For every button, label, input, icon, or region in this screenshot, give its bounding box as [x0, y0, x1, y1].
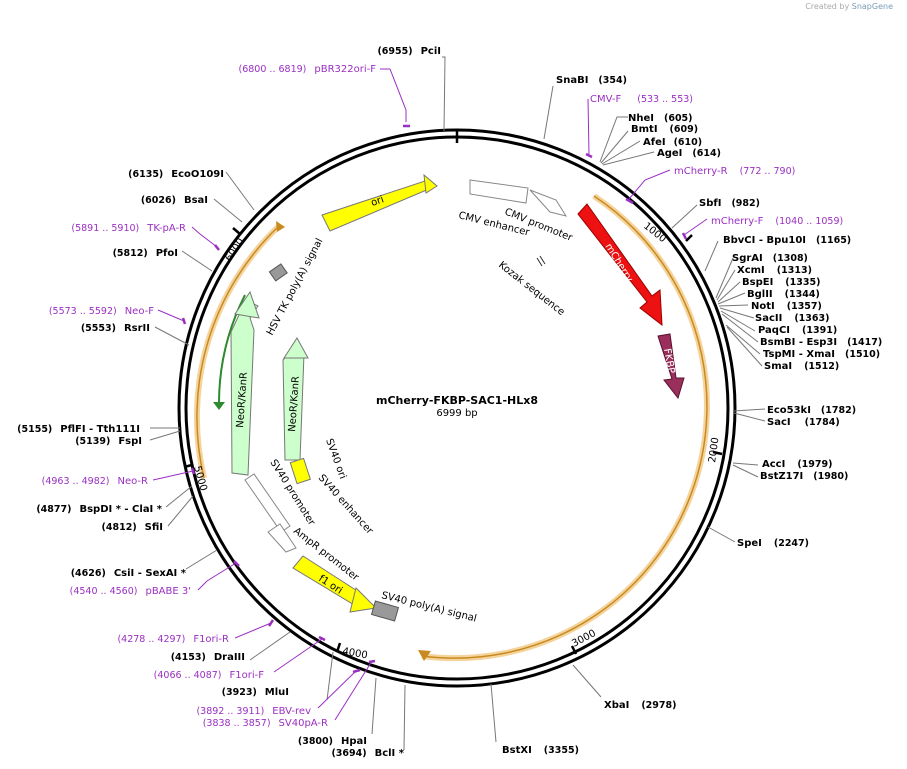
credit-brand: SnapGene: [851, 2, 893, 11]
kozak-mark-2: [536, 257, 543, 267]
enzyme-fspi: (5139)FspI: [75, 436, 142, 447]
primer-cmv-f: CMV-F(533 .. 553): [590, 94, 693, 105]
feature-neokanr-inner-label: NeoR/KanR: [287, 376, 302, 433]
feature-neokanr-outer-label: NeoR/KanR: [235, 372, 250, 429]
feature-mcherry: [577, 203, 663, 327]
primer-sv40pa-r: (3838 .. 3857)SV40pA-R: [203, 718, 328, 729]
enzyme-xbai: XbaI(2978): [604, 700, 676, 711]
enzyme-eco53ki: Eco53kI(1782): [767, 405, 856, 416]
primer-f1ori-f: (4066 .. 4087)F1ori-F: [154, 670, 265, 681]
enzyme-bstz17i: BstZ17I(1980): [760, 471, 848, 482]
ruler-ticks: [183, 227, 723, 655]
enzyme-bsmbi: BsmBI - Esp3I(1417): [760, 337, 882, 348]
enzyme-xcmi: XcmI(1313): [737, 265, 812, 276]
feature-neokanr-inner-head: [283, 337, 309, 359]
enzyme-smai: SmaI(1512): [764, 361, 839, 372]
orf-arc-left-core: [196, 224, 281, 479]
feature-sv40-promoter: [244, 473, 291, 533]
feature-sv40-enhancer-label: SV40 enhancer: [316, 473, 376, 538]
enzyme-paqci: PaqCI(1391): [758, 325, 837, 336]
enzyme-sbfi: SbfI(982): [699, 198, 760, 209]
primer-mcherry-f: mCherry-F(1040 .. 1059): [711, 216, 843, 227]
feature-sv40-polya: [370, 600, 400, 622]
feature-ori-head: [423, 173, 438, 194]
enzyme-bsai: (6026)BsaI: [141, 195, 208, 206]
feature-cmv-promoter: [529, 189, 568, 217]
feature-fkbp: [657, 333, 685, 400]
enzyme-hpai: (3800)HpaI: [298, 736, 367, 747]
enzyme-pfoi: (5812)PfoI: [113, 248, 178, 259]
enzyme-pcii: (6955)PciI: [377, 46, 441, 57]
primer-labels: (6800 .. 6819)pBR322ori-F CMV-F(533 .. 5…: [42, 64, 844, 729]
enzyme-saci: SacI(1784): [767, 417, 840, 428]
enzyme-afei: AfeI(610): [643, 137, 702, 148]
kozak-mark-1: [539, 255, 546, 265]
enzyme-noti: NotI(1357): [751, 301, 822, 312]
enzyme-pflfi: (5155)PflFI - Tth111I: [17, 424, 140, 435]
enzyme-bstxi: BstXI(3355): [502, 745, 579, 756]
primer-neo-f: (5573 .. 5592)Neo-F: [49, 306, 154, 317]
feature-neokanr-outer-head: [234, 290, 260, 319]
snapgene-credit: Created by SnapGene: [805, 2, 893, 11]
feature-hsv-tk: [268, 263, 288, 282]
enzyme-connectors: [149, 56, 766, 751]
primer-tk-pa-r: (5891 .. 5910)TK-pA-R: [71, 223, 186, 234]
ruler-2000: 2000: [707, 437, 721, 464]
primer-connectors: [152, 68, 708, 721]
orf-arc-right-head: [418, 650, 431, 661]
enzyme-bmti: BmtI(609): [631, 124, 698, 135]
enzyme-sfii: (4812)SfiI: [102, 522, 163, 533]
orf-arc-left-head: [276, 221, 285, 232]
feature-sv40-ori-label: SV40 ori: [323, 437, 348, 480]
enzyme-labels-right: SnaBI(354) NheI(605) BmtI(609) AfeI(610)…: [502, 75, 882, 756]
orf-arc-neo-head: [213, 402, 225, 410]
enzyme-bbvci: BbvCI - Bpu10I(1165): [723, 235, 851, 246]
primer-pbabe3: (4540 .. 4560)pBABE 3': [70, 586, 191, 597]
feature-sv40-ori: [289, 457, 311, 485]
orf-arc-right-core: [421, 195, 708, 659]
feature-hsv-tk-label: HSV TK poly(A) signal: [265, 237, 326, 338]
enzyme-agei: AgeI(614): [657, 148, 721, 159]
primer-mcherry-r: mCherry-R(772 .. 790): [674, 166, 795, 177]
enzyme-sgrai: SgrAI(1308): [732, 253, 808, 264]
enzyme-bspdi: (4877)BspDI * - ClaI *: [36, 504, 162, 515]
enzyme-spei: SpeI(2247): [737, 538, 809, 549]
ruler-4000: 4000: [341, 646, 368, 661]
credit-prefix: Created by: [805, 2, 850, 11]
enzyme-mlui: (3923)MluI: [222, 687, 289, 698]
enzyme-rsrii: (5553)RsrII: [81, 323, 150, 334]
primer-neo-r: (4963 .. 4982)Neo-R: [42, 476, 148, 487]
enzyme-tspmi: TspMI - XmaI(1510): [763, 349, 880, 360]
enzyme-draiii: (4153)DraIII: [171, 652, 245, 663]
feature-fkbp-label: FKBP: [661, 348, 676, 375]
primer-ebv-rev: (3892 .. 3911)EBV-rev: [196, 706, 311, 717]
enzyme-acci: AccI(1979): [762, 459, 832, 470]
enzyme-nhei: NheI(605): [628, 113, 693, 124]
feature-ampr-promoter: [267, 523, 297, 553]
enzyme-csii: (4626)CsiI - SexAI *: [71, 568, 187, 579]
enzyme-sacii: SacII(1363): [755, 313, 829, 324]
plasmid-name: mCherry-FKBP-SAC1-HLx8: [376, 394, 538, 407]
enzyme-bcli: (3694)BclI *: [331, 748, 404, 759]
enzyme-eco0109i: (6135)EcoO109I: [128, 169, 224, 180]
enzyme-labels-left: (6955)PciI (6135)EcoO109I (6026)BsaI (58…: [17, 46, 441, 759]
feature-cmv-enhancer: [469, 179, 529, 204]
plasmid-length: 6999 bp: [436, 408, 477, 419]
feature-kozak-label: Kozak sequence: [496, 260, 566, 318]
orf-arc-neo: [217, 294, 246, 407]
primer-f1ori-r: (4278 .. 4297)F1ori-R: [117, 634, 229, 645]
primer-pbr322ori-f: (6800 .. 6819)pBR322ori-F: [239, 64, 377, 75]
feature-ori-label: ori: [370, 194, 386, 209]
enzyme-bglii: BglII(1344): [747, 289, 820, 300]
feature-f1-ori-head: [349, 587, 378, 613]
ruler-5000: 5000: [191, 465, 209, 492]
enzyme-snabi: SnaBI(354): [556, 75, 627, 86]
enzyme-bspei: BspEI(1335): [742, 277, 820, 288]
